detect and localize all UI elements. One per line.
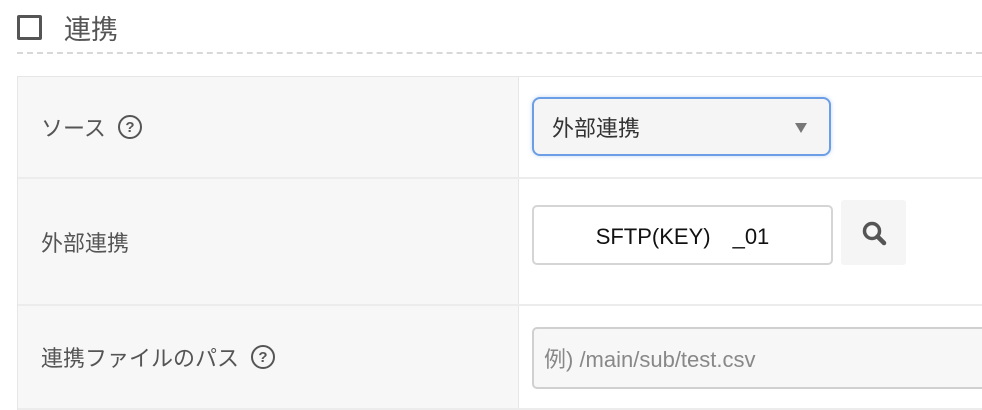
divider — [17, 52, 982, 54]
row-path: 連携ファイルのパス? 例) /main/sub/test.csv — [18, 306, 982, 410]
section-header: 連携 — [17, 8, 118, 47]
row-source: ソース? 外部連携 — [18, 77, 982, 179]
source-select[interactable]: 外部連携 — [532, 97, 831, 156]
search-button[interactable] — [841, 200, 906, 265]
path-label: 連携ファイルのパス — [41, 346, 240, 371]
source-label: ソース — [41, 116, 106, 141]
source-select-value: 外部連携 — [552, 115, 641, 141]
help-icon[interactable]: ? — [117, 115, 142, 139]
search-icon — [862, 221, 886, 245]
settings-table: ソース? 外部連携 外部連携 SFTP(KEY) _01 連携ファイルのパス? … — [17, 76, 982, 410]
row-external: 外部連携 SFTP(KEY) _01 — [18, 179, 982, 306]
external-link-input[interactable]: SFTP(KEY) _01 — [532, 205, 833, 265]
dropdown-arrow-icon — [795, 123, 807, 133]
section-checkbox[interactable] — [17, 15, 42, 40]
file-path-input[interactable]: 例) /main/sub/test.csv — [532, 327, 982, 389]
external-label: 外部連携 — [41, 230, 130, 256]
help-icon[interactable]: ? — [251, 345, 276, 369]
section-title: 連携 — [64, 15, 118, 45]
